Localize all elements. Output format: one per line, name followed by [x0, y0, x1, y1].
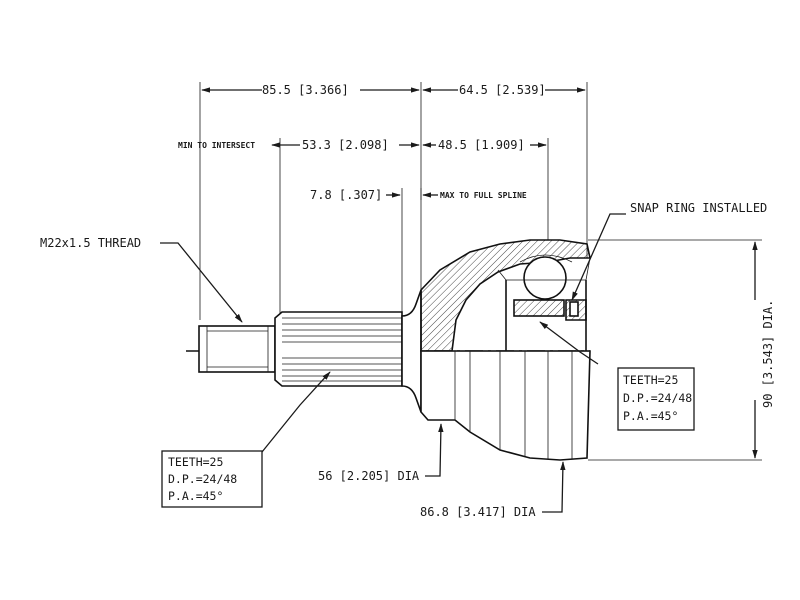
ball-bearing — [523, 256, 567, 300]
dim-dia-small: 56 [2.205] DIA — [318, 469, 420, 483]
outer-teeth: TEETH=25 — [168, 455, 223, 469]
shaft-neck — [401, 289, 422, 413]
leader-lines — [160, 213, 626, 513]
dim-spline-length: 48.5 [1.909] — [438, 138, 525, 152]
outer-dp: D.P.=24/48 — [168, 472, 237, 486]
bell-housing-section — [420, 239, 591, 352]
dimension-lines — [201, 87, 758, 459]
snap-ring-label: SNAP RING INSTALLED — [630, 201, 767, 215]
dim-dia-large: 86.8 [3.417] DIA — [420, 505, 536, 519]
extension-lines — [199, 82, 762, 461]
dim-height-dia: 90 [3.543] DIA. — [761, 300, 775, 408]
dim-min-to-intersect: 53.3 [2.098] — [302, 138, 389, 152]
dim-shoulder: 7.8 [.307] — [310, 188, 382, 202]
spline-note-outer: TEETH=25 D.P.=24/48 P.A.=45° — [161, 450, 263, 508]
bell-housing-exterior — [420, 350, 591, 461]
dim-overall-left: 85.5 [3.366] — [262, 83, 349, 97]
max-to-full-spline-label: MAX TO FULL SPLINE — [440, 191, 527, 200]
spline-note-inner: TEETH=25 D.P.=24/48 P.A.=45° — [617, 367, 695, 431]
inner-dp: D.P.=24/48 — [623, 391, 692, 405]
inner-pa: P.A.=45° — [623, 409, 678, 423]
inner-teeth: TEETH=25 — [623, 373, 678, 387]
snap-ring — [569, 301, 579, 317]
min-to-intersect-label: MIN TO INTERSECT — [178, 141, 255, 150]
thread-label: M22x1.5 THREAD — [40, 236, 141, 250]
thread-stub — [198, 325, 276, 373]
dim-overall-right: 64.5 [2.539] — [459, 83, 546, 97]
spline-shaft — [274, 311, 403, 387]
outer-pa: P.A.=45° — [168, 489, 223, 503]
dimension-labels: 85.5 [3.366] 64.5 [2.539] MIN TO INTERSE… — [40, 83, 775, 519]
